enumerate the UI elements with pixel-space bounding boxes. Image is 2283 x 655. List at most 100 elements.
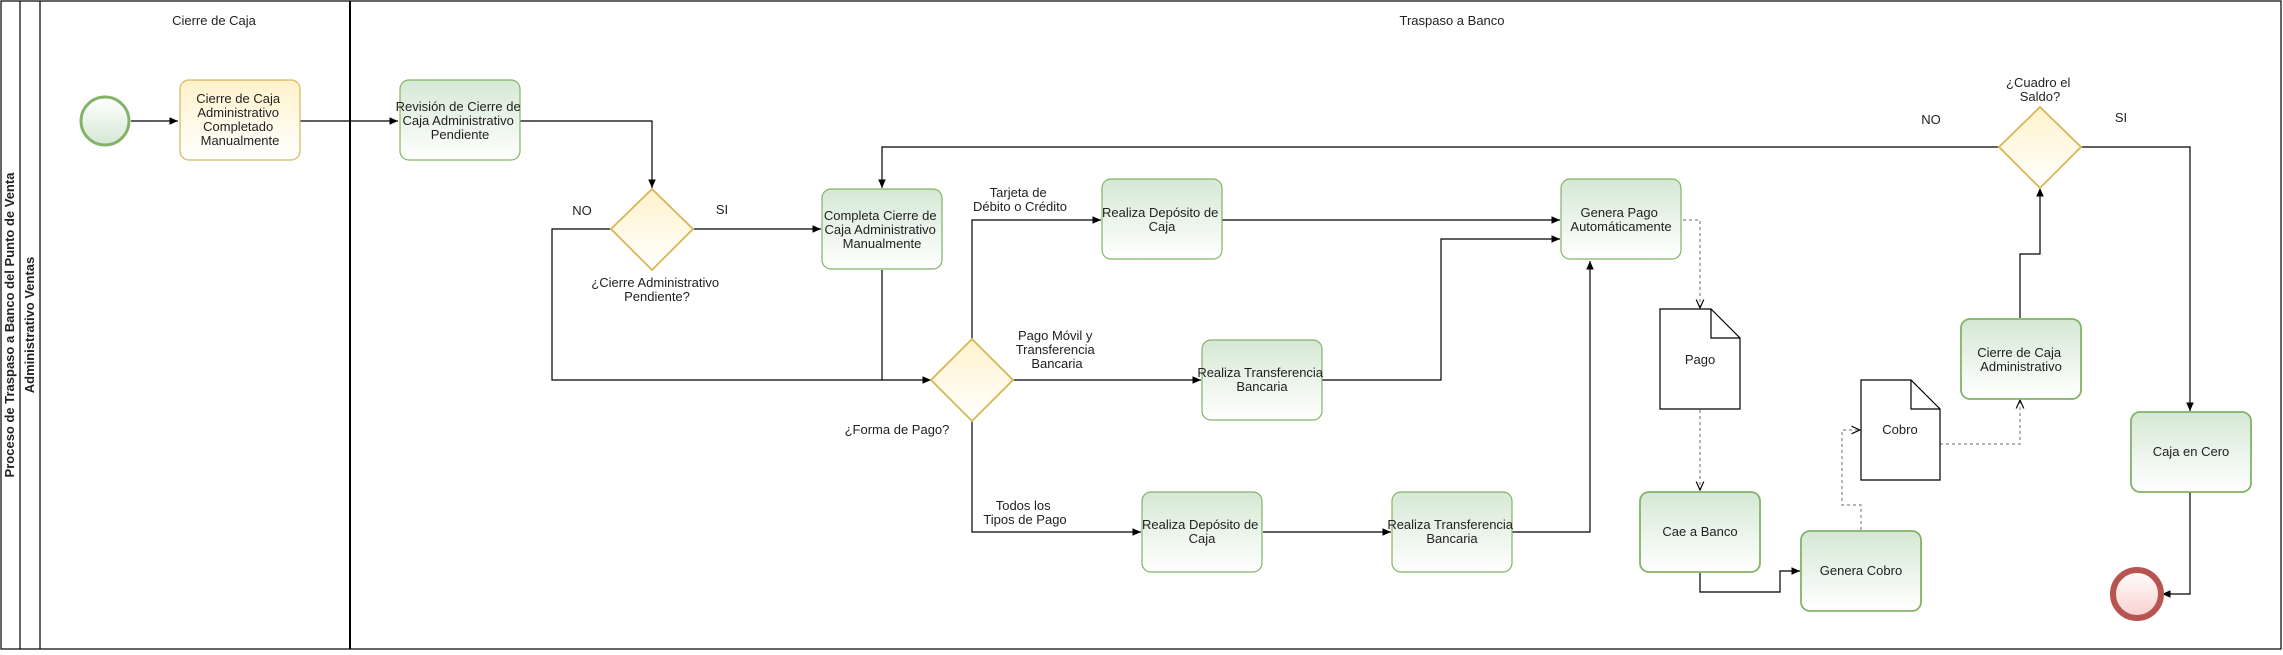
task-cierre-manual-line-2: Administrativo [197,105,279,120]
task-genera-cobro-line-1: Genera Cobro [1820,563,1902,578]
gateway-forma-pago-label-1: ¿Forma de Pago? [845,422,950,437]
svg-text:Cae a Banco: Cae a Banco [1662,524,1737,539]
task-genera-pago[interactable]: Genera Pago Automáticamente [1560,178,1682,260]
svg-text:Realiza Depósito de Caja: Realiza Depósito de Caja [1102,205,1222,234]
svg-text:Cierre de Caja Administr: Cierre de Caja Administrativo Completado… [196,91,283,148]
task-cae-banco[interactable]: Cae a Banco [1639,491,1761,573]
task-deposito-caja-2-line-1: Realiza Depósito de [1142,517,1258,532]
task-cierre-admin-line-2: Administrativo [1980,359,2062,374]
task-revision-line-1: Revisión de Cierre de [396,99,521,114]
task-completa-cierre[interactable]: Completa Cierre de Caja Administrativo M… [821,188,943,270]
task-transferencia-2-line-2: Bancaria [1426,531,1478,546]
gateway-cierre-pendiente[interactable] [609,187,695,272]
svg-text:Genera Pago Automáticame: Genera Pago Automáticamente [1570,205,1671,234]
task-cae-banco-line-1: Cae a Banco [1662,524,1737,539]
task-completa-cierre-line-1: Completa Cierre de [824,208,937,223]
task-cierre-manual-line-4: Manualmente [201,133,280,148]
task-cierre-admin[interactable]: Cierre de Caja Administrativo [1960,318,2082,400]
task-deposito-caja-1-line-1: Realiza Depósito de [1102,205,1218,220]
svg-text:Caja en Cero: Caja en Cero [2153,444,2230,459]
gateway-cuadro-saldo-label-1: ¿Cuadro el [2006,75,2070,90]
edge-gw-cuadro-no [878,146,1999,188]
svg-text:Pago Móvil y Transferencia: Pago Móvil y Transferencia Bancaria [1016,328,1099,371]
svg-text:Tarjeta de Débito o Crédit: Tarjeta de Débito o Crédito [973,185,1067,214]
gateway-cuadro-saldo[interactable] [1997,105,2083,190]
edge-revision-to-gw-pendiente [520,120,656,188]
edge-label-no-cuadro: NO [1921,112,1941,127]
task-transferencia-1-line-1: Realiza Transferencia [1197,365,1323,380]
edge-label-pago-movil-3: Bancaria [1031,356,1083,371]
edge-gw-forma-tarjeta [971,216,1101,339]
edge-label-tarjeta-1: Tarjeta de [990,185,1047,200]
task-revision-line-2: Caja Administrativo [403,113,514,128]
svg-text:Cobro: Cobro [1882,422,1917,437]
task-deposito-caja-2-line-2: Caja [1189,531,1217,546]
task-deposito-caja-1[interactable]: Realiza Depósito de Caja [1101,178,1223,260]
task-cierre-manual-line-1: Cierre de Caja [196,91,281,106]
pool-title: Proceso de Traspaso a Banco del Punto de… [2,172,17,478]
task-transferencia-1[interactable]: Realiza Transferencia Bancaria [1197,339,1326,421]
associations [1683,219,2020,530]
end-event[interactable] [2110,567,2164,621]
task-caja-cero-line-1: Caja en Cero [2153,444,2230,459]
task-caja-cero[interactable]: Caja en Cero [2130,411,2252,493]
edge-caja-cero-to-end [2162,492,2191,598]
edge-transferencia2-to-genera-pago [1512,261,1594,533]
lane-title: Administrativo Ventas [22,257,37,394]
svg-text:Revisión de Cierre de Ca: Revisión de Cierre de Caja Administrativ… [396,99,525,142]
edge-label-si-pendiente: SI [716,202,728,217]
task-cierre-manual-line-3: Completado [203,119,273,134]
svg-text:Genera Cobro: Genera Cobro [1820,563,1902,578]
svg-text:Completa Cierre de Caja: Completa Cierre de Caja Administrativo M… [824,208,940,251]
assoc-doc-cobro-to-cierre-admin [1940,400,2020,445]
svg-text:Cierre de Caja Administr: Cierre de Caja Administrativo [1977,345,2064,374]
task-deposito-caja-2[interactable]: Realiza Depósito de Caja [1141,491,1263,573]
assoc-genera-cobro-to-doc-cobro [1841,430,1862,530]
document-cobro-label: Cobro [1882,422,1917,437]
edge-cierre-admin-to-gw-cuadro [2019,188,2044,318]
task-cierre-admin-line-1: Cierre de Caja [1977,345,2062,360]
svg-text:Realiza Depósito de Caja: Realiza Depósito de Caja [1142,517,1262,546]
task-revision-line-3: Pendiente [431,127,490,142]
task-transferencia-1-line-2: Bancaria [1236,379,1288,394]
task-genera-cobro[interactable]: Genera Cobro [1800,530,1922,612]
edge-label-todos-1: Todos los [996,498,1051,513]
edge-label-todos-2: Tipos de Pago [983,512,1066,527]
svg-text:¿Cierre Administrativo Pen: ¿Cierre Administrativo Pendiente? [591,275,723,304]
start-event[interactable] [79,95,131,147]
edge-transferencia1-to-genera-pago [1322,235,1560,381]
svg-text:¿Forma de Pago?: ¿Forma de Pago? [845,422,950,437]
task-deposito-caja-1-line-2: Caja [1149,219,1177,234]
svg-text:Realiza Transferencia Ba: Realiza Transferencia Bancaria [1387,517,1516,546]
document-pago-label: Pago [1685,352,1715,367]
task-transferencia-2[interactable]: Realiza Transferencia Bancaria [1387,491,1516,573]
edge-gw-pendiente-no [551,228,931,384]
edges [131,117,2194,598]
task-genera-pago-line-1: Genera Pago [1581,205,1658,220]
edge-gw-cuadro-si [2081,146,2194,411]
edge-cae-banco-to-genera-cobro [1699,567,1800,593]
gateway-cierre-pendiente-label-1: ¿Cierre Administrativo [591,275,719,290]
svg-text:¿Cuadro el Saldo?: ¿Cuadro el Saldo? [2006,75,2074,104]
phase-title-traspaso-a-banco: Traspaso a Banco [1399,13,1504,28]
svg-text:Pago: Pago [1685,352,1715,367]
document-cobro[interactable]: Cobro [1860,379,1941,481]
svg-text:Realiza Transferencia Ba: Realiza Transferencia Bancaria [1197,365,1326,394]
document-pago[interactable]: Pago [1659,308,1741,410]
gateway-forma-pago[interactable] [929,337,1015,423]
gateway-cierre-pendiente-label-2: Pendiente? [624,289,690,304]
svg-text:Todos los Tipos de Pago: Todos los Tipos de Pago [983,498,1066,527]
gateway-cuadro-saldo-label-2: Saldo? [2020,89,2060,104]
phase-title-cierre-de-caja: Cierre de Caja [172,13,257,28]
task-revision[interactable]: Revisión de Cierre de Caja Administrativ… [396,79,525,161]
edge-gw-forma-todos [971,421,1141,536]
assoc-genera-pago-to-doc-pago [1683,219,1700,308]
task-transferencia-2-line-1: Realiza Transferencia [1387,517,1513,532]
task-cierre-manual[interactable]: Cierre de Caja Administrativo Completado… [179,79,301,161]
task-completa-cierre-line-3: Manualmente [843,236,922,251]
edge-label-si-cuadro: SI [2115,110,2127,125]
task-completa-cierre-line-2: Caja Administrativo [825,222,936,237]
edge-label-tarjeta-2: Débito o Crédito [973,199,1067,214]
